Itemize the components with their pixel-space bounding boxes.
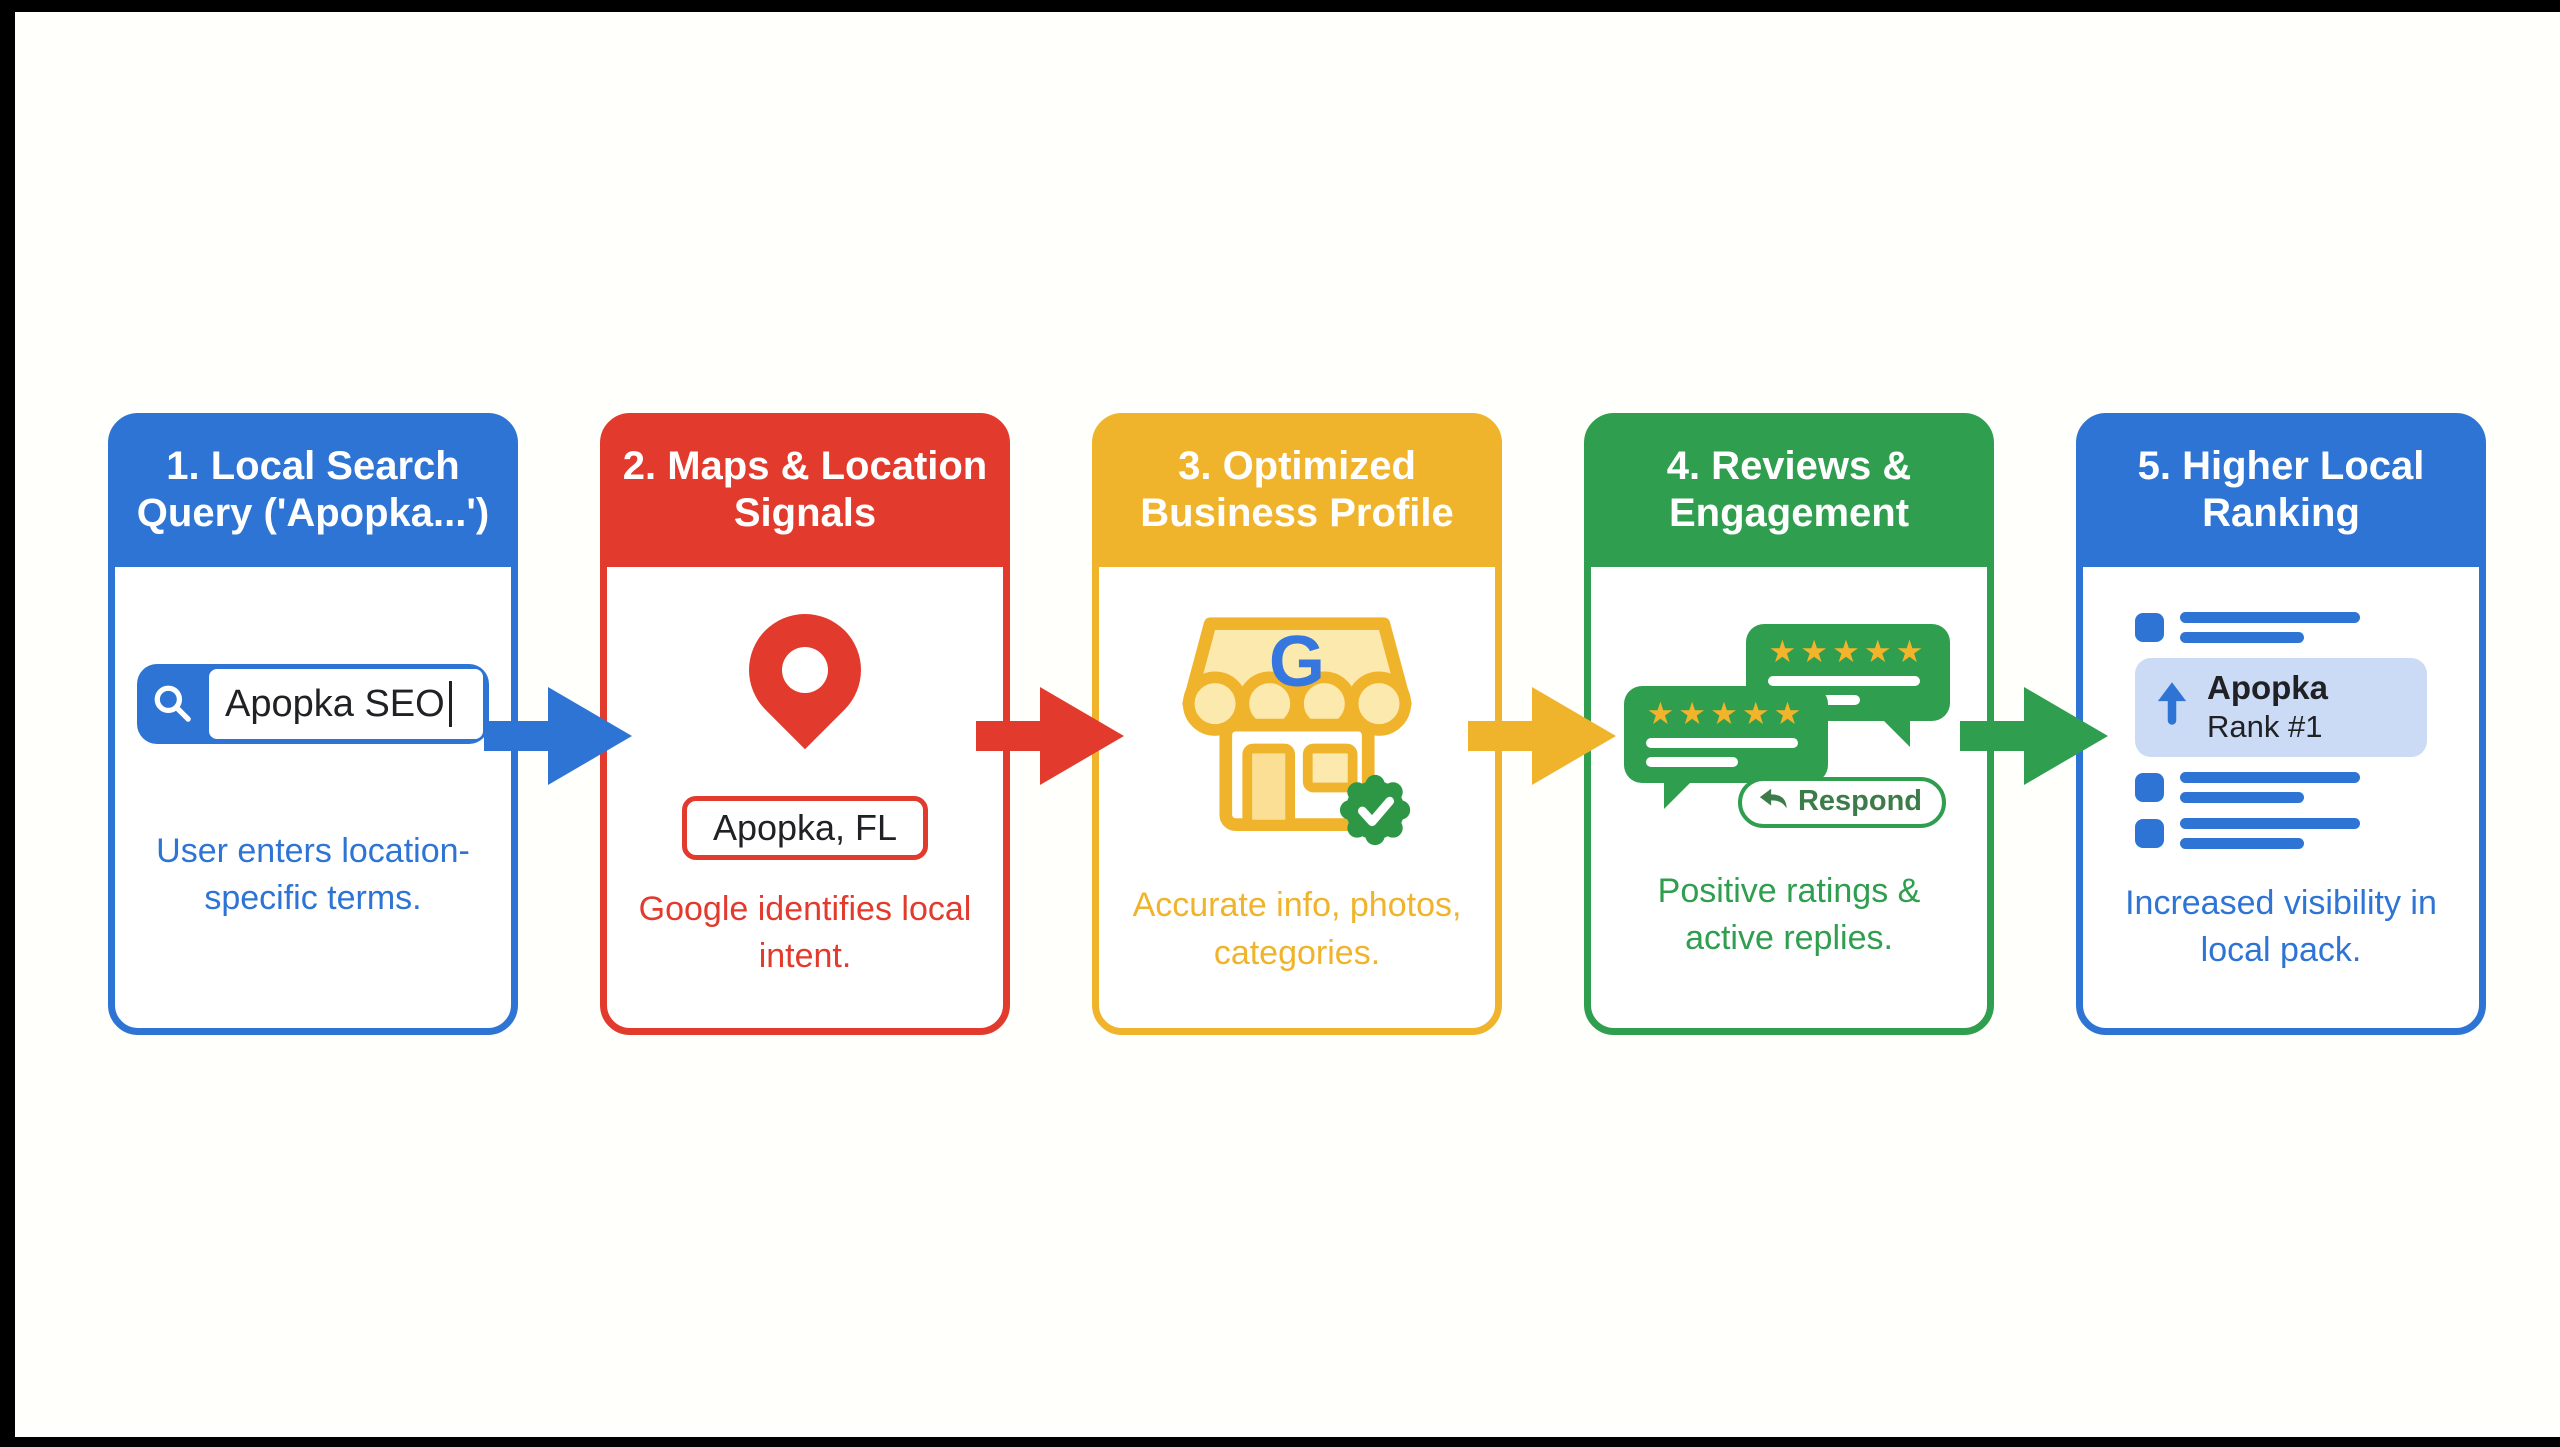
respond-button-label: Respond: [1797, 785, 1922, 818]
list-item: [2135, 817, 2427, 849]
storefront-icon: G: [1175, 610, 1419, 854]
card-4-title: 4. Reviews & Engagement: [1666, 443, 1912, 535]
rank-business-name: Apopka: [2207, 669, 2329, 706]
result-text-line: [2180, 612, 2360, 623]
card-3-header: 3. Optimized Business Profile: [1098, 419, 1496, 567]
card-3-title: 3. Optimized Business Profile: [1140, 443, 1454, 535]
result-text-line: [2180, 817, 2360, 829]
process-row: 1. Local Search Query ('Apopka...') Apop…: [108, 413, 2486, 1035]
five-star-rating-icon: ★★★★★: [1768, 634, 1928, 670]
card-2-title: 2. Maps & Location Signals: [622, 443, 988, 535]
result-text-line: [2180, 791, 2304, 803]
card-2-body: Apopka, FL Google identifies local inten…: [607, 567, 1003, 1028]
card-3-body: G: [1099, 567, 1495, 1028]
top-rank-highlight: Apopka Rank #1: [2135, 658, 2427, 757]
review-text-line: [1646, 738, 1798, 749]
card-1-title: 1. Local Search Query ('Apopka...'): [136, 443, 490, 535]
card-4-body: ★★★★★ ★★★★★: [1591, 567, 1987, 1028]
result-thumbnail-icon: [2135, 818, 2164, 848]
card-5-body: Apopka Rank #1: [2083, 567, 2479, 1028]
result-text-line: [2180, 771, 2360, 783]
list-item: [2135, 771, 2427, 803]
review-text-line: [1646, 757, 1738, 768]
card-optimized-business-profile: 3. Optimized Business Profile G: [1092, 413, 1502, 1035]
result-thumbnail-icon: [2135, 613, 2164, 642]
result-text-line: [2180, 632, 2304, 643]
respond-button[interactable]: Respond: [1737, 777, 1946, 829]
card-maps-location-signals: 2. Maps & Location Signals Apopka, FL Go…: [600, 413, 1010, 1035]
card-higher-local-ranking: 5. Higher Local Ranking: [2076, 413, 2486, 1035]
search-bar: Apopka SEO: [137, 664, 489, 745]
arrow-step3-to-step4: [1468, 413, 1616, 1035]
card-5-header: 5. Higher Local Ranking: [2082, 419, 2480, 567]
list-item: [2135, 612, 2427, 643]
card-5-title: 5. Higher Local Ranking: [2137, 443, 2425, 535]
card-local-search-query: 1. Local Search Query ('Apopka...') Apop…: [108, 413, 518, 1035]
card-4-caption: Positive ratings & active replies.: [1657, 871, 1921, 958]
map-pin-icon: [725, 591, 885, 771]
text-cursor: [448, 681, 452, 728]
search-input[interactable]: Apopka SEO: [209, 669, 483, 740]
card-2-header: 2. Maps & Location Signals: [606, 419, 1004, 567]
card-1-header: 1. Local Search Query ('Apopka...'): [114, 419, 512, 567]
verified-badge-icon: [1339, 774, 1411, 845]
rank-up-arrow-icon: [2155, 680, 2189, 733]
card-4-header: 4. Reviews & Engagement: [1590, 419, 1988, 567]
card-5-caption: Increased visibility in local pack.: [2125, 883, 2437, 970]
arrow-step4-to-step5: [1960, 413, 2108, 1035]
review-bubble-bottom: ★★★★★: [1624, 686, 1828, 810]
card-2-caption: Google identifies local intent.: [638, 889, 972, 976]
search-icon: [137, 683, 209, 725]
reply-arrow-icon: [1758, 786, 1788, 817]
card-3-caption: Accurate info, photos, categories.: [1132, 886, 1462, 972]
review-bubbles: ★★★★★ ★★★★★: [1624, 624, 1954, 829]
five-star-rating-icon: ★★★★★: [1646, 696, 1806, 732]
card-1-caption: User enters location-specific terms.: [156, 831, 470, 918]
location-label: Apopka, FL: [681, 796, 929, 861]
result-thumbnail-icon: [2135, 772, 2164, 802]
infographic-canvas: 1. Local Search Query ('Apopka...') Apop…: [15, 12, 2560, 1437]
result-text-line: [2180, 837, 2304, 849]
card-1-body: Apopka SEO User enters location-specific…: [115, 567, 511, 1028]
local-pack-list: Apopka Rank #1: [2135, 612, 2427, 849]
rank-position: Rank #1: [2207, 708, 2323, 744]
review-text-line: [1768, 676, 1920, 687]
card-reviews-engagement: 4. Reviews & Engagement ★★★★★ ★★★★★: [1584, 413, 1994, 1035]
search-query-text: Apopka SEO: [225, 682, 445, 725]
google-g-letter: G: [1269, 622, 1325, 702]
arrow-step1-to-step2: [484, 413, 632, 1035]
arrow-step2-to-step3: [976, 413, 1124, 1035]
